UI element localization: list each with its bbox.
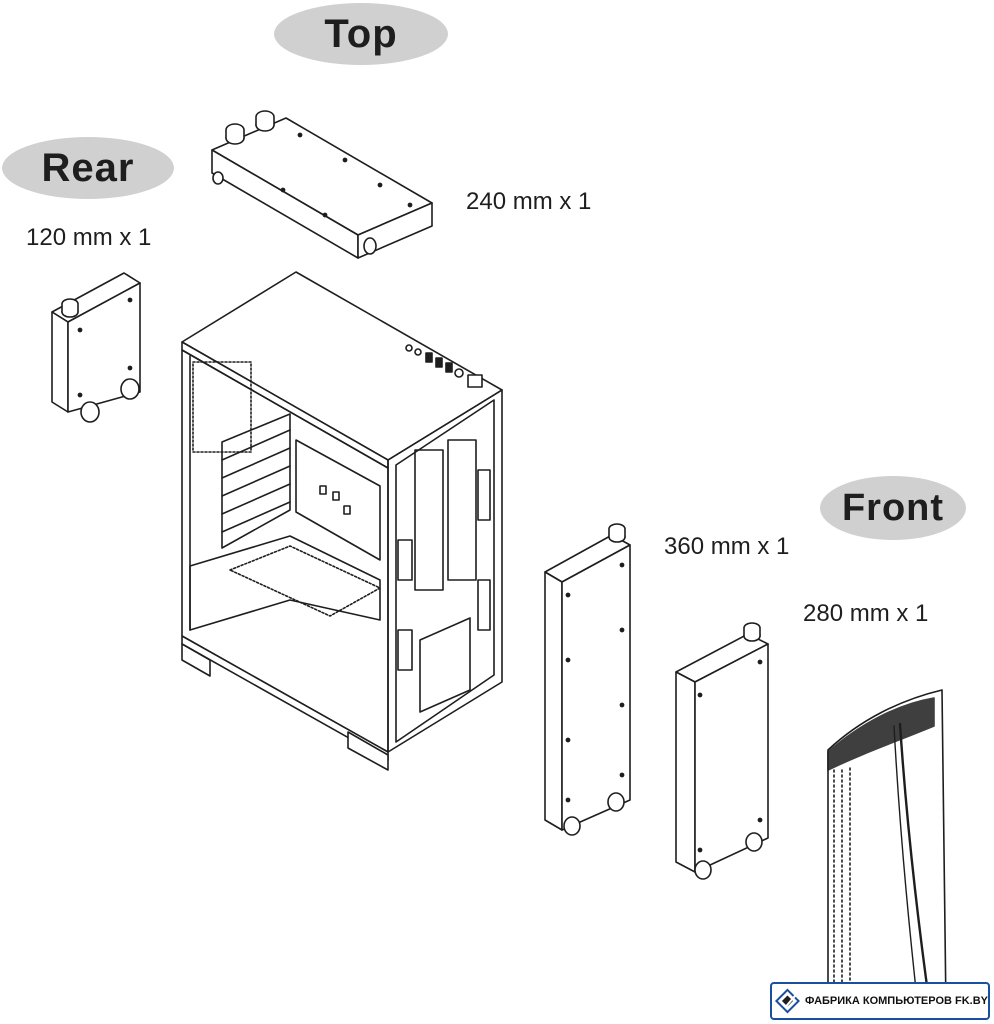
front-label-badge: Front xyxy=(820,476,966,540)
top-radiator-240 xyxy=(212,111,432,258)
rear-radiator-size: 120 mm x 1 xyxy=(26,224,152,251)
front-panel xyxy=(828,690,946,1010)
rear-label: Rear xyxy=(41,145,135,190)
top-label-badge: Top xyxy=(274,3,448,65)
watermark-text: ФАБРИКА КОМПЬЮТЕРОВ FK.BY xyxy=(804,995,988,1007)
front-radiator-360 xyxy=(545,524,630,835)
rear-radiator-120 xyxy=(52,273,140,422)
front-label: Front xyxy=(841,486,945,529)
watermark-logo xyxy=(774,988,800,1014)
top-radiator-size: 240 mm x 1 xyxy=(466,188,592,215)
pc-case xyxy=(182,272,502,770)
front-radiator-280 xyxy=(676,623,768,879)
front-360-radiator-size: 360 mm x 1 xyxy=(664,533,790,560)
watermark: ФАБРИКА КОМПЬЮТЕРОВ FK.BY xyxy=(770,982,990,1020)
front-280-radiator-size: 280 mm x 1 xyxy=(803,600,929,627)
rear-label-badge: Rear xyxy=(2,137,174,199)
top-label: Top xyxy=(324,11,398,56)
front-io-ports xyxy=(406,345,482,387)
